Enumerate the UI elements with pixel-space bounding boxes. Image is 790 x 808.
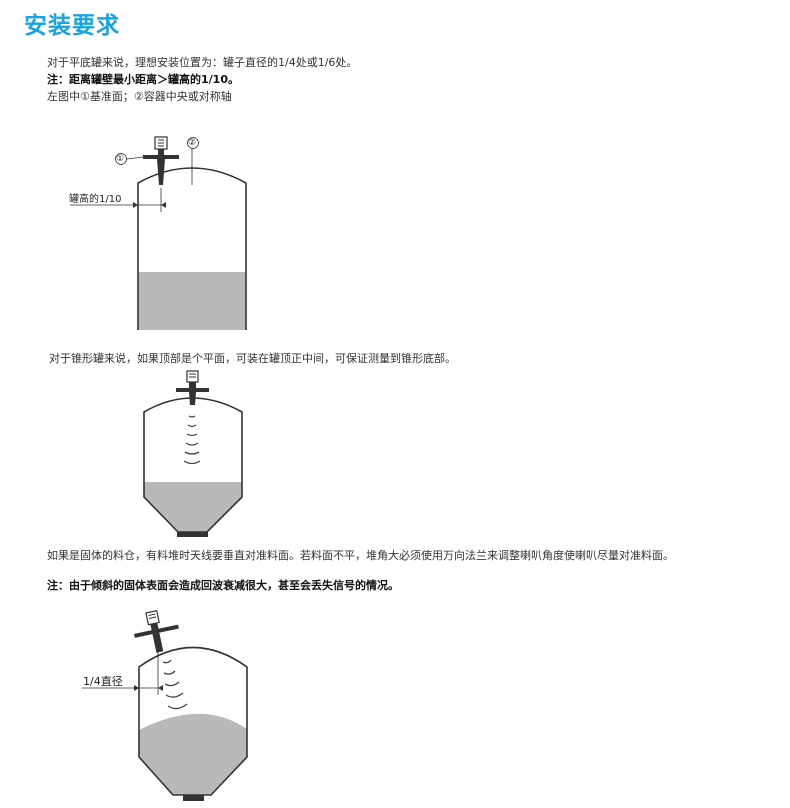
center-axis-marker: ② (188, 138, 197, 148)
tilted-radar-wave-arcs (162, 659, 188, 710)
solid-silo-paragraph: 如果是固体的料仓，有料堆时天线要垂直对准料面。若料面不平，堆角大必须使用万向法兰… (47, 549, 674, 562)
radar-sensor-icon (143, 136, 179, 185)
material-heap-fill (139, 713, 247, 795)
radar-wave-arcs (183, 415, 201, 465)
tank-height-tenth-label: 罐高的1/10 (69, 194, 122, 205)
cone-radar-sensor-icon (176, 370, 209, 405)
cone-tank-paragraph: 对于锥形罐来说，如果顶部是个平面，可装在罐顶正中间，可保证测量到锥形底部。 (49, 352, 456, 365)
tilted-radar-sensor-icon (134, 610, 179, 653)
cone-tank-liquid-fill (144, 482, 242, 532)
cone-tank-outline (143, 397, 243, 533)
silo-outline (138, 646, 248, 796)
flat-tank-note: 注：距离罐壁最小距离＞罐高的1/10。 (47, 73, 239, 86)
quarter-diameter-label: 1/4直径 (83, 675, 123, 688)
reference-plane-marker: ① (116, 154, 125, 164)
flat-tank-paragraph: 对于平底罐来说，理想安装位置为：罐子直径的1/4处或1/6处。 (47, 56, 358, 69)
tank-liquid-fill (138, 272, 246, 330)
page-title: 安装要求 (24, 13, 120, 39)
figure-legend-text: 左图中①基准面；②容器中央或对称轴 (47, 90, 232, 103)
solid-silo-note: 注：由于倾斜的固体表面会造成回波衰减很大，甚至会丢失信号的情况。 (47, 579, 399, 592)
